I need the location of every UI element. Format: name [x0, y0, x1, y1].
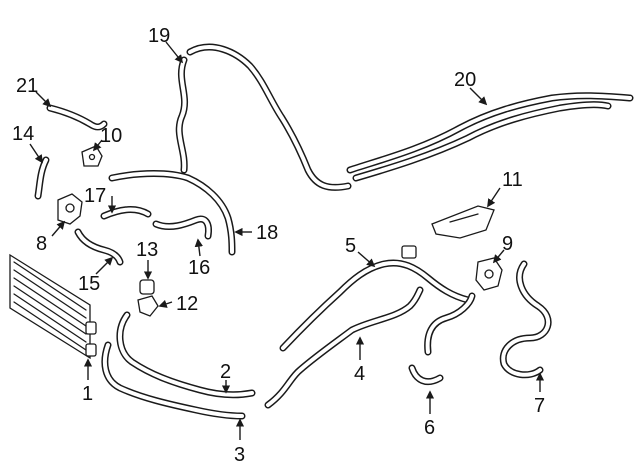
part-18-hose[interactable] [108, 170, 236, 256]
callout-7: 7 [534, 395, 545, 417]
callout-13: 13 [136, 239, 158, 261]
part-9-valve[interactable] [475, 257, 503, 291]
callout-5: 5 [345, 235, 356, 257]
callout-19: 19 [148, 25, 170, 47]
callout-9: 9 [502, 233, 513, 255]
part-1-auxiliary-radiator[interactable] [9, 253, 97, 360]
callout-12: 12 [176, 293, 198, 315]
callout-15: 15 [78, 273, 100, 295]
part-10-bracket[interactable] [81, 145, 103, 167]
callout-4: 4 [354, 363, 365, 385]
part-5-hose[interactable] [279, 245, 472, 352]
part-11-bracket[interactable] [431, 205, 495, 239]
callout-10: 10 [100, 125, 122, 147]
part-15-hose[interactable] [74, 228, 124, 266]
callout-20: 20 [454, 69, 476, 91]
callout-8: 8 [36, 233, 47, 255]
part-16-hose[interactable] [152, 215, 212, 240]
part-7-hose[interactable] [499, 260, 552, 379]
part-3-hose[interactable] [101, 341, 246, 420]
part-20-pipe-assembly[interactable] [346, 92, 634, 182]
part-6-hose[interactable] [408, 292, 476, 386]
callout-3: 3 [234, 444, 245, 466]
callout-leaders [29, 41, 545, 440]
part-12-clip[interactable] [137, 295, 159, 317]
callout-16: 16 [188, 257, 210, 279]
callout-2: 2 [220, 361, 231, 383]
part-13-cap[interactable] [139, 279, 155, 295]
part-17-hose[interactable] [100, 206, 152, 220]
part-2-hose[interactable] [116, 311, 256, 399]
part-8-valve[interactable] [57, 193, 83, 225]
callout-18: 18 [256, 222, 278, 244]
callout-1: 1 [82, 383, 93, 405]
callout-labels: 1 2 3 4 5 6 7 8 9 10 11 12 13 14 15 16 1… [12, 25, 545, 466]
callout-14: 14 [12, 123, 34, 145]
callout-11: 11 [502, 169, 523, 191]
callout-6: 6 [424, 417, 435, 439]
callout-21: 21 [16, 75, 38, 97]
part-14-hose[interactable] [34, 156, 50, 200]
part-4-hose[interactable] [264, 286, 424, 409]
part-21-pipe[interactable] [46, 104, 108, 131]
callout-17: 17 [84, 185, 106, 207]
part-19-hose[interactable] [175, 43, 352, 191]
